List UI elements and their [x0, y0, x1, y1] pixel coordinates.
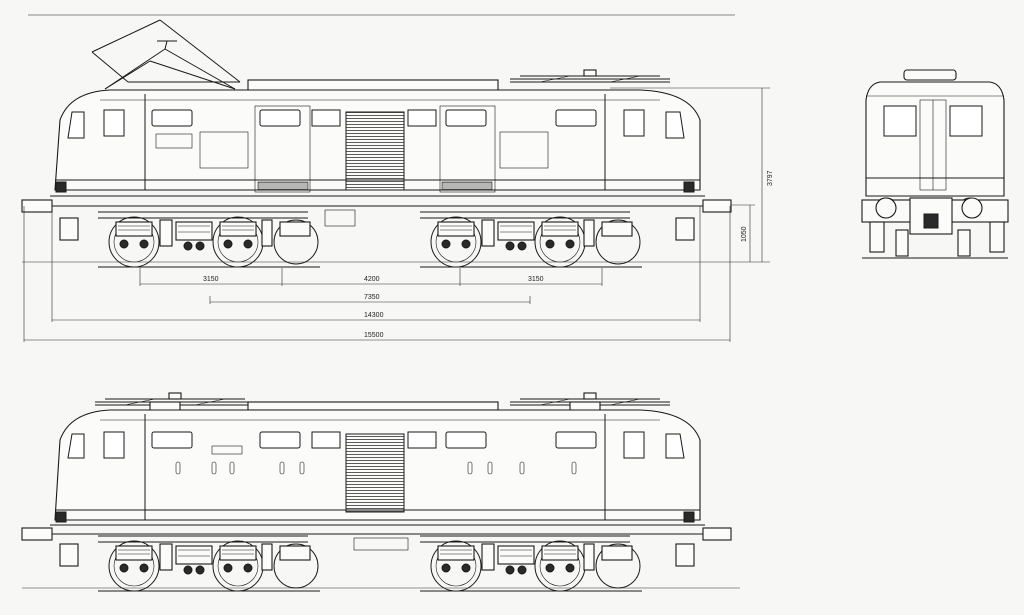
dim-center-gap-label: 4200 — [364, 276, 380, 283]
dim-height-label: 3797 — [767, 170, 774, 186]
dim-body-length-label: 14300 — [364, 312, 384, 319]
bogie-front — [97, 211, 321, 268]
central-grille — [345, 111, 405, 191]
dim-wheelbase-left-label: 3150 — [203, 276, 219, 283]
pantograph-lowered — [509, 69, 671, 83]
side-view-lower — [21, 392, 740, 592]
dimension-lines: 3797 1050 3150 4200 3150 7350 14300 1550… — [22, 87, 774, 342]
dim-pivot-label: 7350 — [364, 294, 380, 301]
buffer-left — [21, 199, 53, 213]
dim-buffer-height-label: 1050 — [741, 226, 748, 242]
buffer-right — [702, 199, 732, 213]
dim-buffer-length-label: 15500 — [364, 332, 384, 339]
side-view-upper — [21, 19, 732, 268]
end-view — [861, 69, 1009, 259]
dim-wheelbase-right-label: 3150 — [528, 276, 544, 283]
bogie-rear — [419, 211, 643, 268]
